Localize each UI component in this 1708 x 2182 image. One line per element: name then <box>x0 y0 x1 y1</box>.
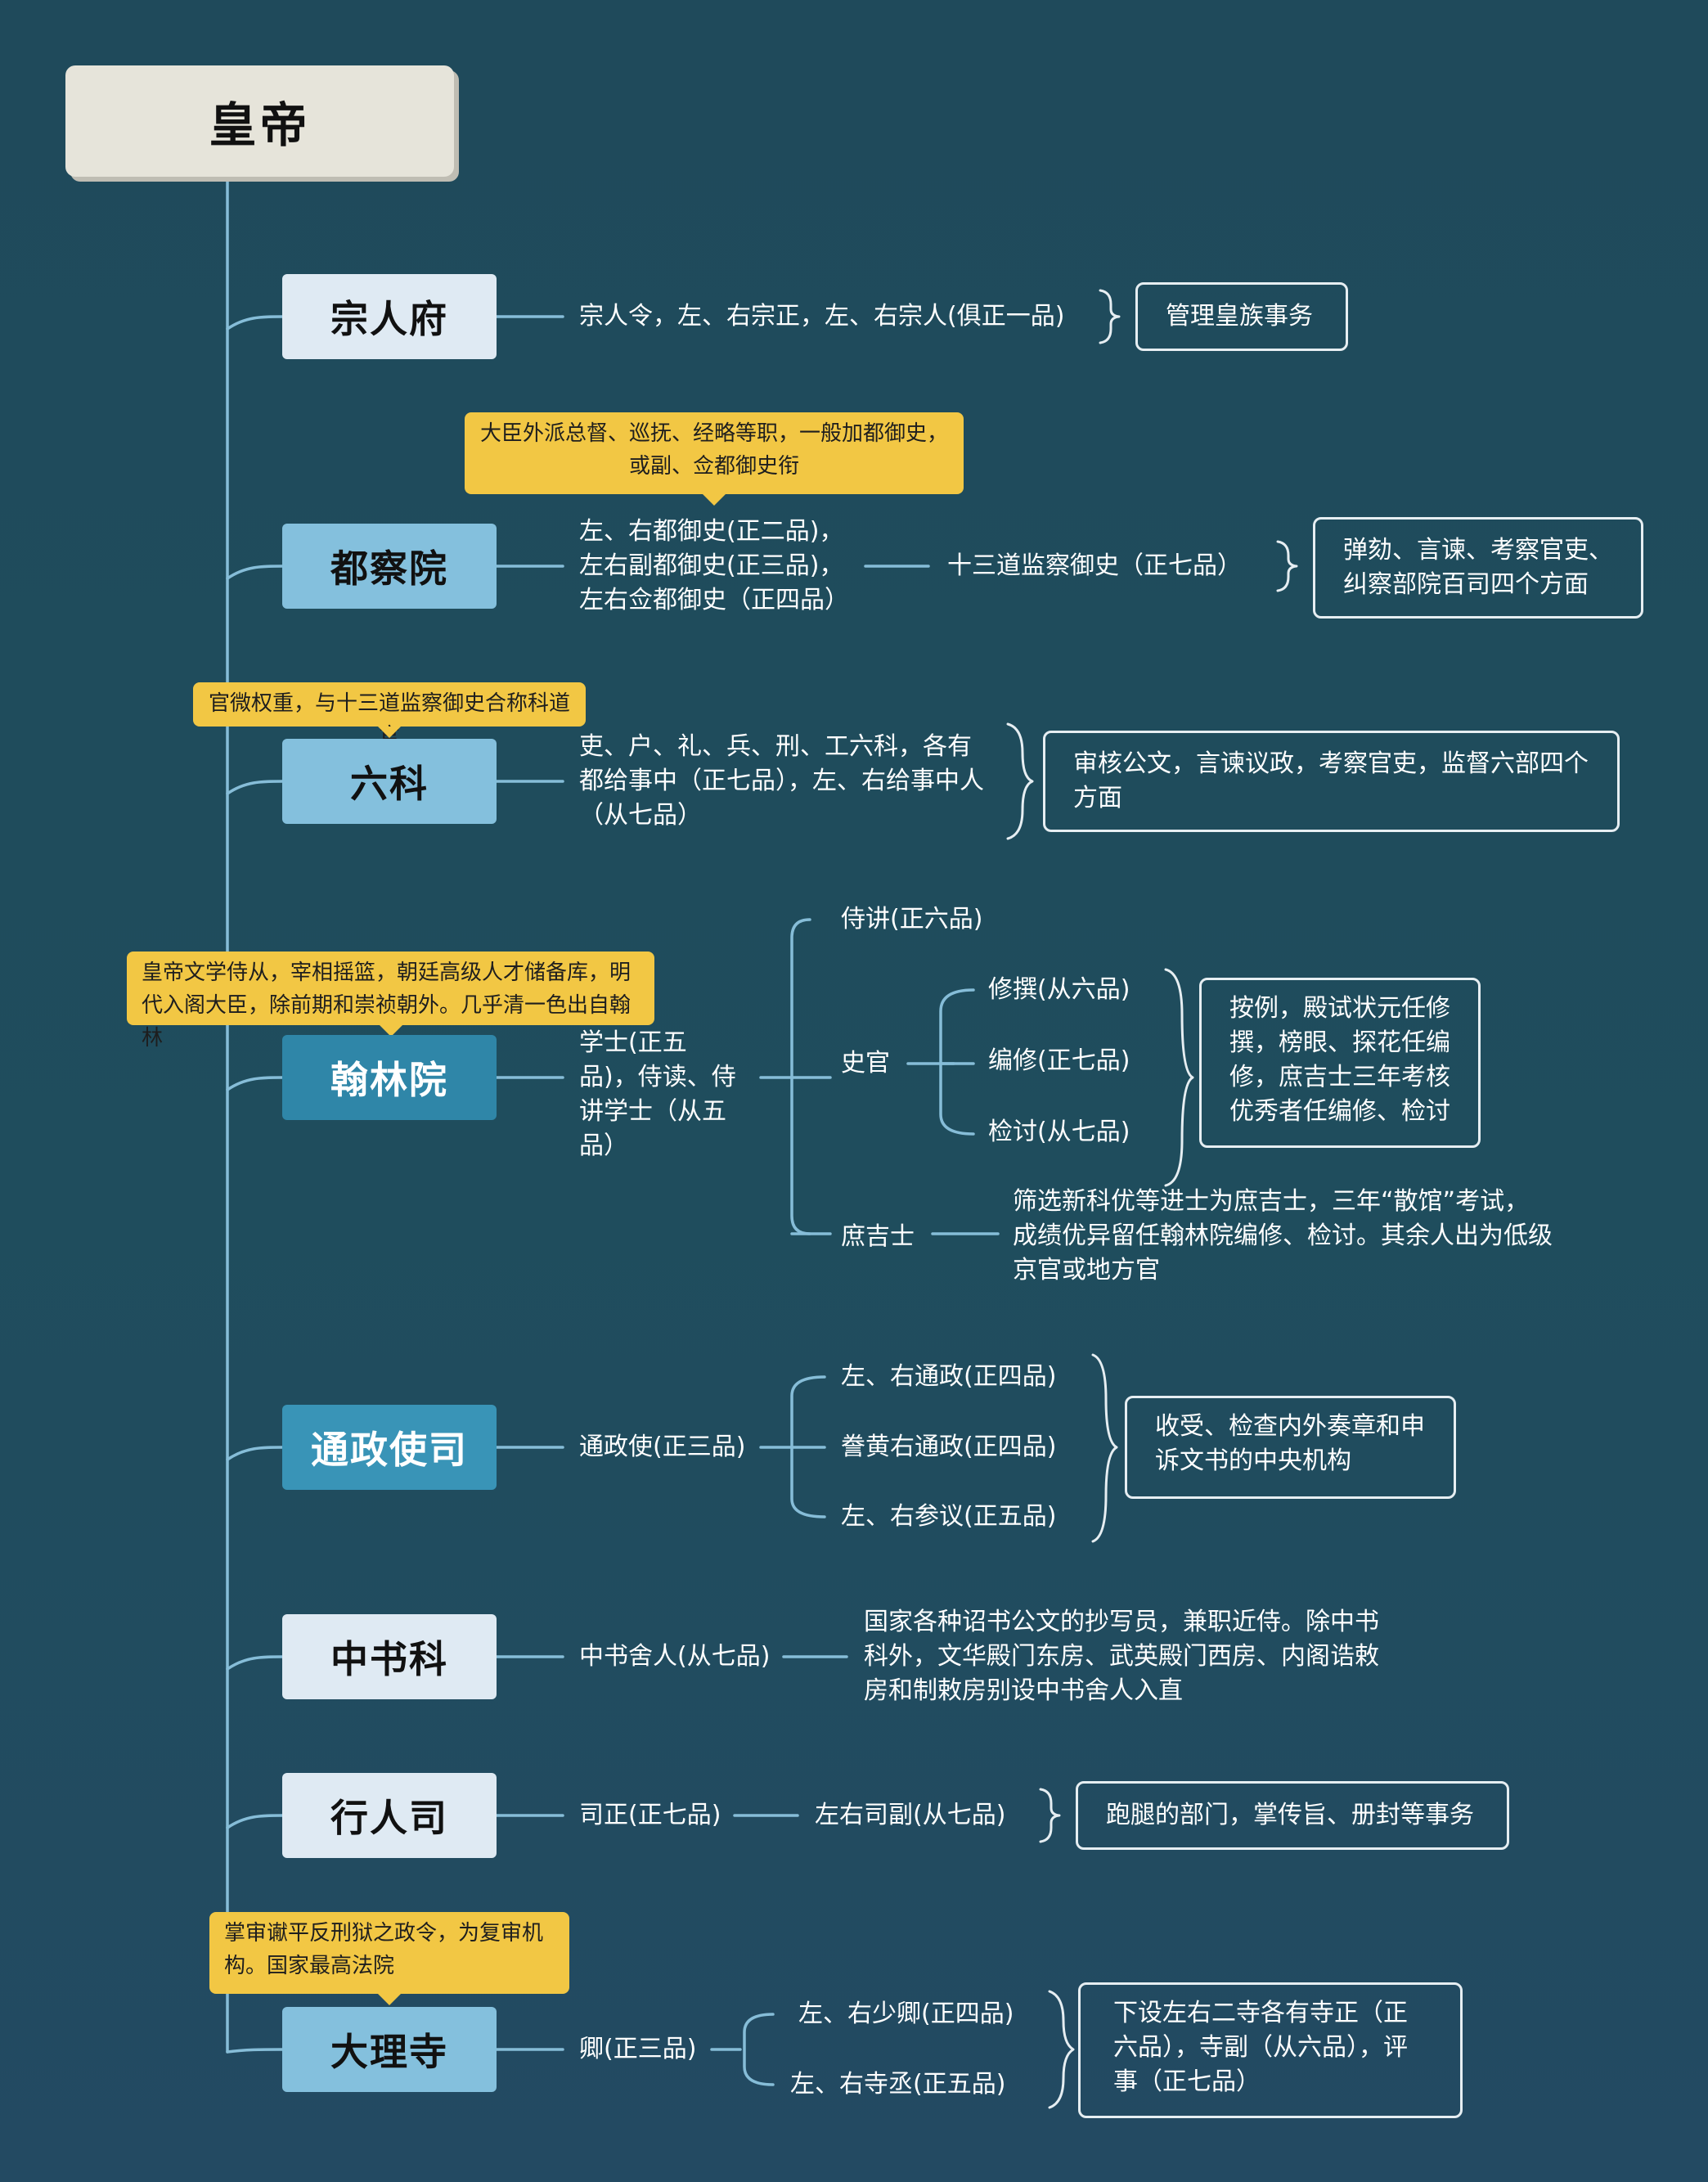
duchayuan-duty: 弹劾、言谏、考察官吏、纠察部院百司四个方面 <box>1313 517 1643 619</box>
dept-zongrenfu: 宗人府 <box>282 274 497 359</box>
hanlinyuan-shujishi: 庶吉士 <box>841 1222 915 1251</box>
duchayuan-note: 大臣外派总督、巡抚、经略等职，一般加都御史，或副、佥都御史衔 <box>465 412 964 506</box>
hanlinyuan-xiuzhuan: 修撰(从六品) <box>988 975 1130 1004</box>
dalisi-sub-1: 左、右少卿(正四品) <box>798 2000 1014 2028</box>
dept-liuke: 六科 <box>282 739 497 824</box>
tongzhengshisi-duty: 收受、检查内外奏章和申诉文书的中央机构 <box>1125 1396 1456 1499</box>
liuke-note: 官微权重，与十三道监察御史合称科道官 <box>193 682 586 749</box>
hanlinyuan-officials: 学士(正五品)，侍读、侍讲学士（从五品） <box>579 1028 736 1160</box>
dept-zhongshuke: 中书科 <box>282 1614 497 1699</box>
hanlinyuan-shiguan: 史官 <box>841 1049 890 1078</box>
dalisi-duty: 下设左右二寺各有寺正（正六品），寺副（从六品），评事（正七品） <box>1078 1982 1463 2118</box>
duchayuan-sub: 十三道监察御史（正七品） <box>947 551 1242 580</box>
tongzhengshisi-sub-2: 誊黄右通政(正四品) <box>841 1433 1057 1461</box>
dept-dalisi: 大理寺 <box>282 2007 497 2092</box>
liuke-officials: 吏、户、礼、兵、刑、工六科，各有都给事中（正七品），左、右给事中人（从七品） <box>579 732 984 830</box>
dalisi-sub-2: 左、右寺丞(正五品) <box>790 2070 1006 2099</box>
hanlinyuan-note: 皇帝文学侍从，宰相摇篮，朝廷高级人才储备库，明代入阁大臣，除前期和崇祯朝外。几乎… <box>127 952 654 1051</box>
dept-duchayuan: 都察院 <box>282 524 497 609</box>
hanlinyuan-shiguan-duty: 按例，殿试状元任修撰，榜眼、探花任编修，庶吉士三年考核优秀者任编修、检讨 <box>1199 978 1481 1148</box>
zongrenfu-duty: 管理皇族事务 <box>1135 282 1348 351</box>
zhongshuke-officials: 中书舍人(从七品) <box>579 1642 771 1671</box>
dalisi-note: 掌审谳平反刑狱之政令，为复审机构。国家最高法院 <box>209 1912 569 2005</box>
hanlinyuan-bianxiu: 编修(正七品) <box>988 1046 1130 1075</box>
dept-xingrensi: 行人司 <box>282 1773 497 1858</box>
zhongshuke-desc: 国家各种诏书公文的抄写员，兼职近侍。除中书科外，文华殿门东房、武英殿门西房、内阁… <box>864 1608 1379 1705</box>
dept-tongzhengshisi: 通政使司 <box>282 1405 497 1490</box>
emperor-box: 皇帝 <box>65 65 454 177</box>
dalisi-officials: 卿(正三品) <box>579 2035 697 2063</box>
xingrensi-duty: 跑腿的部门，掌传旨、册封等事务 <box>1076 1781 1509 1850</box>
dept-hanlinyuan: 翰林院 <box>282 1035 497 1120</box>
xingrensi-sub: 左右司副(从七品) <box>815 1801 1006 1829</box>
hanlinyuan-shujishi-desc: 筛选新科优等进士为庶吉士，三年“散馆”考试，成绩优异留任翰林院编修、检讨。其余人… <box>1013 1187 1553 1284</box>
duchayuan-official-2: 左右副都御史(正三品)， <box>579 551 844 580</box>
duchayuan-official-3: 左右佥都御史（正四品） <box>579 586 849 614</box>
tongzhengshisi-sub-1: 左、右通政(正四品) <box>841 1362 1057 1391</box>
tongzhengshisi-officials: 通政使(正三品) <box>579 1433 746 1461</box>
liuke-duty: 审核公文，言谏议政，考察官吏，监督六部四个方面 <box>1043 731 1620 832</box>
tongzhengshisi-sub-3: 左、右参议(正五品) <box>841 1502 1057 1531</box>
hanlinyuan-jiantao: 检讨(从七品) <box>988 1118 1130 1146</box>
xingrensi-officials: 司正(正七品) <box>579 1801 721 1829</box>
duchayuan-officials: 左、右都御史(正二品)， 左右副都御史(正三品)， 左右佥都御史（正四品） <box>579 515 849 618</box>
duchayuan-official-1: 左、右都御史(正二品)， <box>579 517 844 546</box>
hanlinyuan-shijiang: 侍讲(正六品) <box>841 905 983 934</box>
zongrenfu-officials: 宗人令，左、右宗正，左、右宗人(俱正一品) <box>579 302 1065 331</box>
